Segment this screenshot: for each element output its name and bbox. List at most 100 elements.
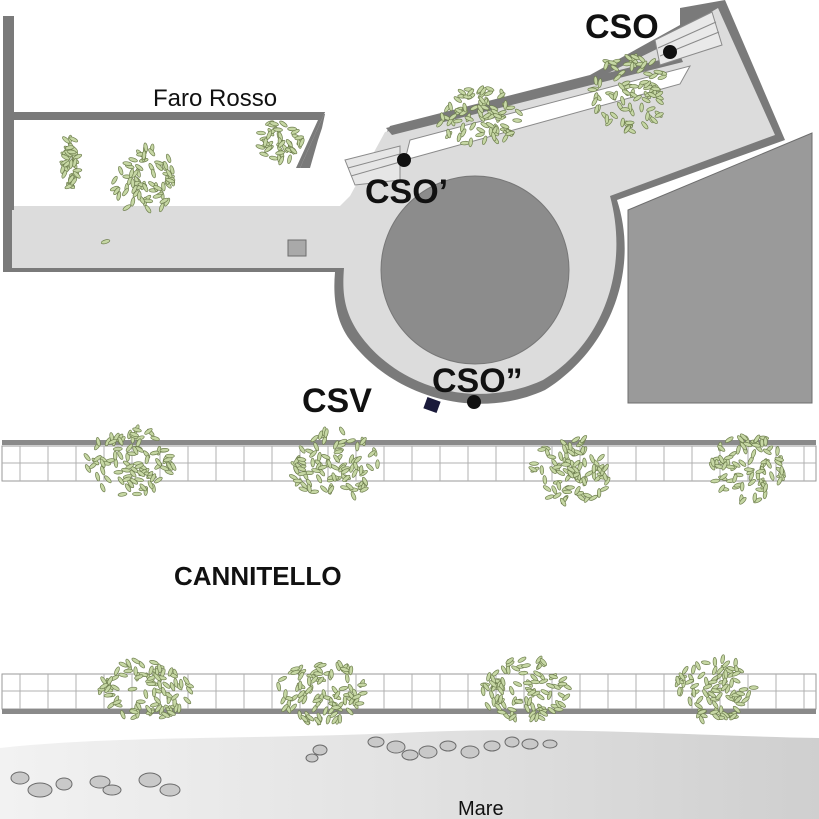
cso-marker[interactable] xyxy=(663,45,677,59)
leaf xyxy=(127,686,138,692)
leaf xyxy=(558,676,568,683)
leaf xyxy=(116,191,122,201)
leaf xyxy=(765,459,772,469)
leaf xyxy=(719,473,728,481)
leaf xyxy=(460,128,467,138)
leaf xyxy=(132,445,139,455)
leaf xyxy=(123,668,134,674)
leaf xyxy=(517,656,527,663)
leaf xyxy=(150,435,160,441)
leaf xyxy=(70,177,78,186)
building-block xyxy=(627,132,813,404)
leaf xyxy=(66,149,77,155)
cso-prime-marker[interactable] xyxy=(397,153,411,167)
cso-prime-label: CSO’ xyxy=(365,173,448,211)
leaf xyxy=(269,121,279,127)
rock xyxy=(89,775,111,789)
leaf xyxy=(331,705,341,710)
leaf xyxy=(118,661,128,668)
leaf xyxy=(256,130,266,136)
leaf xyxy=(68,159,74,169)
leaf xyxy=(734,695,743,704)
leaf xyxy=(321,453,331,460)
leaf xyxy=(647,91,657,98)
leaf xyxy=(147,480,154,490)
leaf xyxy=(122,187,129,197)
leaf xyxy=(453,96,462,103)
leaf xyxy=(142,183,149,193)
leaf xyxy=(457,88,467,96)
foliage-cluster xyxy=(109,142,176,214)
leaf xyxy=(542,485,552,492)
leaf xyxy=(345,482,354,491)
leaf xyxy=(723,669,729,680)
leaf xyxy=(264,145,273,153)
leaf xyxy=(723,455,734,461)
leaf xyxy=(452,118,463,124)
leaf xyxy=(113,666,120,676)
leaf xyxy=(155,458,162,467)
cso-double-prime-marker[interactable] xyxy=(467,395,481,409)
leaf xyxy=(331,472,337,482)
leaf xyxy=(729,713,738,721)
leaf xyxy=(278,156,285,166)
leaf xyxy=(141,150,147,161)
leaf xyxy=(612,90,618,101)
leaf xyxy=(468,137,473,148)
leaf xyxy=(448,101,453,112)
leaf xyxy=(367,450,376,458)
leaf xyxy=(143,689,149,699)
leaf xyxy=(533,670,542,678)
leaf xyxy=(608,60,618,66)
leaf xyxy=(323,428,329,438)
leaf xyxy=(117,450,124,460)
csv-label: CSV xyxy=(302,382,372,420)
leaf xyxy=(149,450,160,456)
leaf xyxy=(654,112,664,118)
rock xyxy=(401,749,419,761)
rock xyxy=(439,740,457,752)
leaf xyxy=(529,713,536,723)
foliage-cluster xyxy=(255,120,305,166)
leaf xyxy=(69,136,79,143)
leaf xyxy=(735,691,746,696)
leaf xyxy=(710,457,716,468)
foliage-cluster xyxy=(100,239,111,245)
leaf xyxy=(629,84,639,89)
leaf xyxy=(159,448,170,453)
leaf xyxy=(633,95,642,102)
leaf xyxy=(530,702,536,712)
leaf xyxy=(285,138,293,148)
leaf xyxy=(521,663,531,668)
leaf xyxy=(715,692,723,701)
leaf xyxy=(161,686,167,697)
leaf xyxy=(589,454,595,464)
leaf xyxy=(166,710,176,716)
leaf xyxy=(297,690,306,698)
foliage-cluster xyxy=(436,85,523,148)
pier-arm xyxy=(3,16,325,210)
leaf xyxy=(273,127,283,132)
leaf xyxy=(311,468,321,474)
leaf xyxy=(556,469,565,476)
leaf xyxy=(130,197,136,207)
leaf xyxy=(128,157,138,163)
leaf xyxy=(774,456,785,462)
leaf xyxy=(100,465,106,476)
leaf xyxy=(691,687,697,698)
leaf xyxy=(125,443,133,452)
rock xyxy=(386,740,406,754)
leaf xyxy=(769,471,775,481)
csv-marker[interactable] xyxy=(423,396,441,414)
leaf xyxy=(694,702,703,710)
leaf xyxy=(298,445,306,454)
leaf xyxy=(511,665,521,672)
leaf xyxy=(776,476,783,486)
leaf xyxy=(551,485,558,495)
leaf xyxy=(165,153,172,164)
rock xyxy=(367,736,385,748)
leaf xyxy=(581,476,587,486)
leaf xyxy=(440,112,445,122)
leaf xyxy=(710,688,721,694)
